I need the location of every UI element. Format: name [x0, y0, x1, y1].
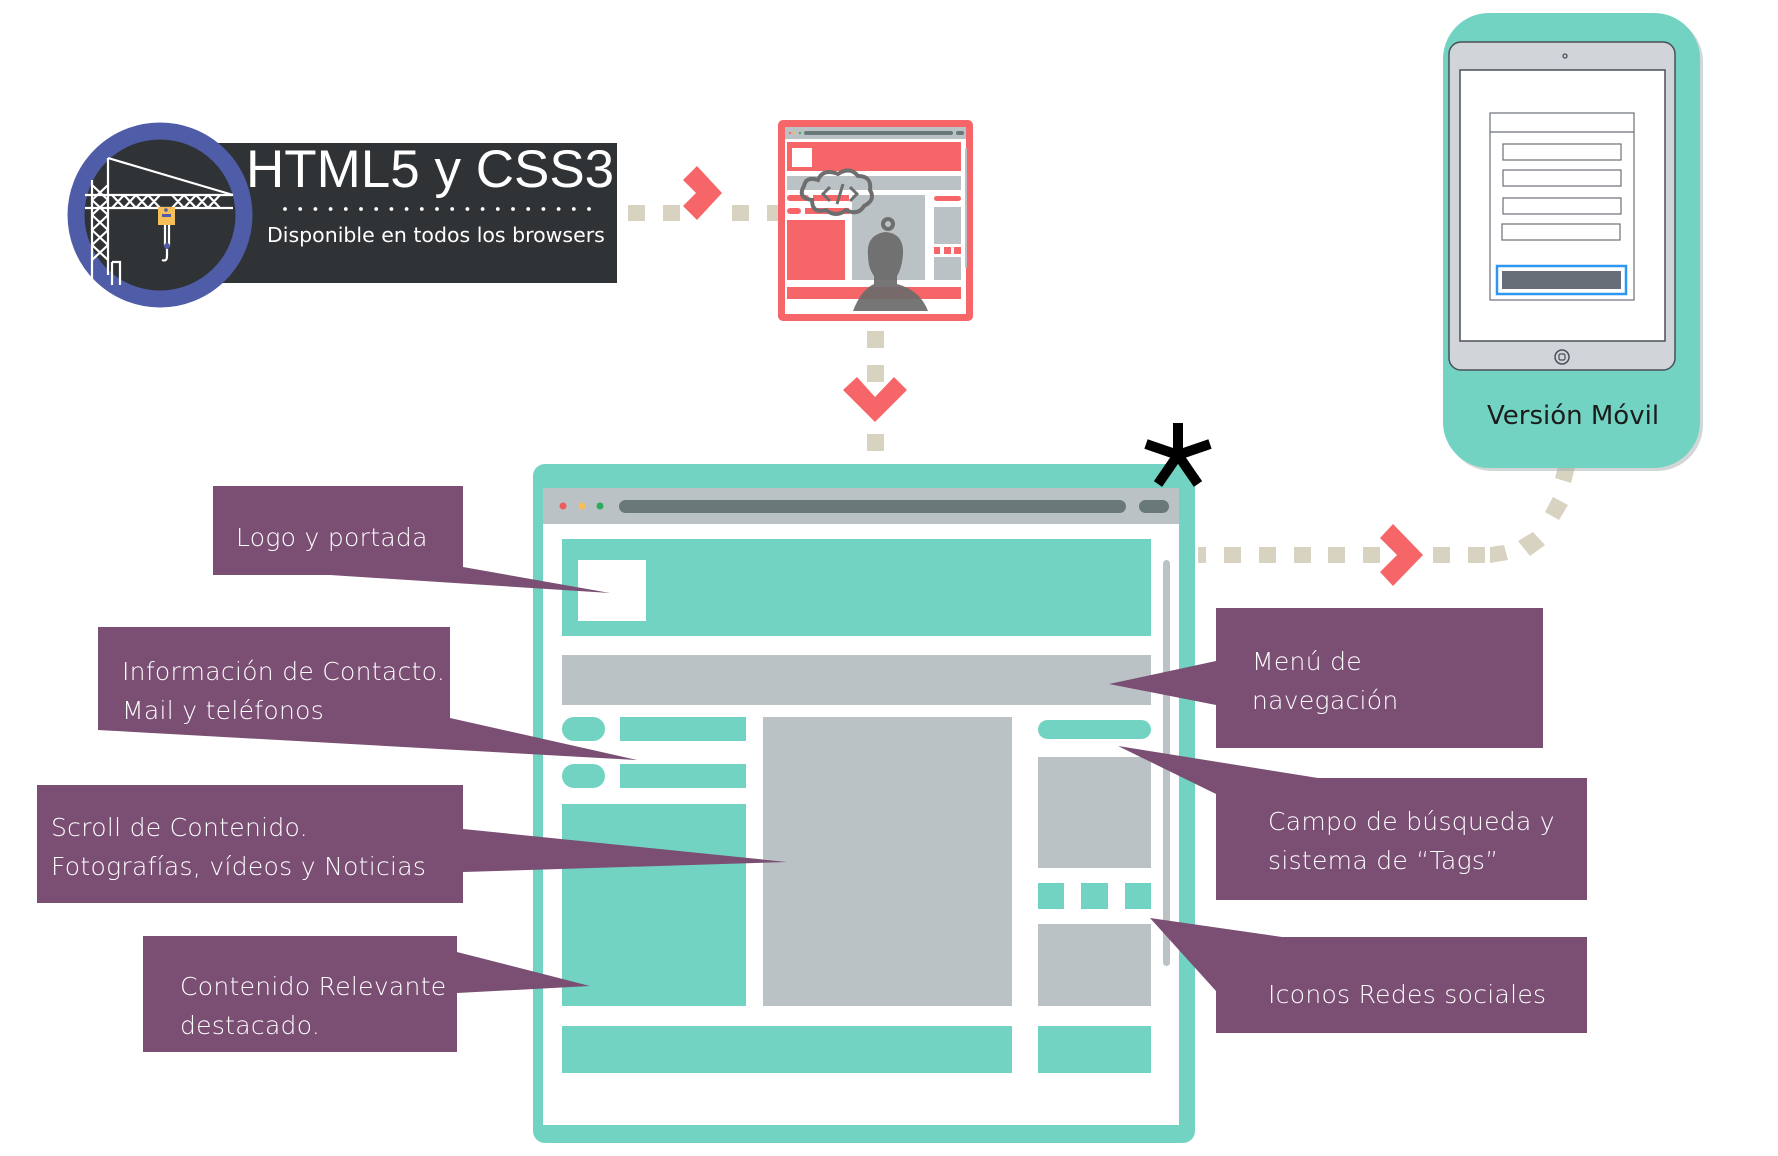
- divider-dot: [587, 207, 591, 211]
- callout-line: sistema de “Tags”: [1268, 846, 1499, 875]
- callout-menu-shape: [1109, 608, 1543, 748]
- form-field: [1501, 223, 1621, 241]
- website-wireframe: [533, 464, 1195, 1143]
- callout-social: Iconos Redes sociales: [1268, 975, 1546, 1014]
- divider-dot: [556, 207, 561, 211]
- tablet-home-button: [1554, 349, 1570, 365]
- social-icon: [1125, 883, 1151, 909]
- tablet-camera: [1562, 53, 1568, 59]
- callout-line: Menú de: [1252, 647, 1362, 676]
- form-field: [1502, 197, 1622, 215]
- connector-mockup-to-browser: [867, 331, 884, 451]
- callout-relevant: Contenido Relevante destacado.: [180, 967, 446, 1045]
- window-maximize-dot: [596, 502, 604, 510]
- chevron-right-icon: [683, 166, 722, 220]
- badge-title: HTML5 y CSS3: [246, 140, 615, 199]
- callout-contact-shape: [98, 627, 637, 760]
- contact-bar: [620, 717, 746, 741]
- callout-line: Fotografías, vídeos y Noticias: [51, 852, 427, 881]
- callout-line: Campo de búsqueda y: [1268, 807, 1555, 836]
- footer-main: [562, 1026, 1012, 1073]
- divider-dot: [404, 207, 409, 211]
- featured-content: [562, 804, 746, 1006]
- mobile-version-card: [1443, 13, 1703, 471]
- chevron-right-icon: [1380, 524, 1423, 586]
- tablet-icon: [1448, 41, 1676, 371]
- connector-browser-to-mobile: [1198, 463, 1575, 563]
- badge-banner: [218, 143, 617, 283]
- callout-line: Contenido Relevante: [180, 972, 447, 1001]
- social-icon: [1038, 883, 1064, 909]
- callout-logo: Logo y portada: [236, 518, 428, 557]
- divider-dot: [571, 207, 576, 211]
- callout-scroll-shape: [37, 785, 787, 903]
- person-icon: [853, 232, 928, 311]
- address-bar: [619, 500, 1126, 513]
- contact-pill: [562, 717, 605, 741]
- divider-dot: [511, 207, 515, 211]
- divider-dot: [480, 207, 485, 211]
- contact-pill: [562, 764, 605, 788]
- developer-browser-icon: [778, 120, 973, 321]
- callout-contact: Información de Contacto. Mail y teléfono…: [122, 652, 445, 730]
- mobile-version-label: Versión Móvil: [1487, 401, 1660, 431]
- callout-line: Scroll de Contenido.: [51, 813, 308, 842]
- callout-line: Iconos Redes sociales: [1268, 980, 1547, 1009]
- footer-side: [1038, 1026, 1151, 1073]
- dotted-divider: [283, 207, 591, 211]
- divider-dot: [374, 207, 379, 211]
- badge-subtitle: Disponible en todos los browsers: [267, 223, 605, 247]
- callout-search: Campo de búsqueda y sistema de “Tags”: [1268, 802, 1555, 880]
- divider-dot: [419, 207, 424, 211]
- divider-dot: [343, 207, 348, 211]
- divider-dot: [298, 207, 303, 211]
- callout-line: navegación: [1252, 686, 1399, 715]
- callout-line: destacado.: [180, 1011, 321, 1040]
- callout-shapes: [37, 486, 1587, 1052]
- divider-dot: [389, 207, 394, 211]
- callout-social-shape: [1150, 918, 1587, 1033]
- search-field: [1038, 720, 1151, 739]
- divider-dot: [435, 207, 439, 211]
- callout-line: Información de Contacto.: [122, 657, 446, 686]
- divider-dot: [313, 207, 318, 211]
- chevron-down-icon: [843, 377, 907, 422]
- badge: [67, 122, 617, 308]
- sidebar-block: [1038, 924, 1151, 1006]
- contact-bar: [620, 764, 746, 788]
- tags-block: [1038, 757, 1151, 868]
- window-minimize-dot: [578, 502, 586, 510]
- toolbar-button: [1139, 500, 1169, 513]
- callout-scroll: Scroll de Contenido. Fotografías, vídeos…: [51, 808, 426, 886]
- navigation-bar: [562, 655, 1151, 705]
- connector-badge-to-mockup: [628, 205, 779, 221]
- divider-dot: [283, 207, 287, 211]
- code-thought-icon: [799, 168, 874, 216]
- divider-dot: [526, 207, 531, 211]
- divider-dot: [541, 207, 546, 211]
- divider-dot: [328, 207, 333, 211]
- form-field: [1502, 143, 1622, 161]
- callout-line: Logo y portada: [236, 523, 428, 552]
- callout-relevant-shape: [143, 936, 590, 1052]
- divider-dot: [450, 207, 455, 211]
- form-field: [1502, 169, 1622, 187]
- asterisk-icon: [1144, 423, 1212, 487]
- divider-dot: [495, 207, 500, 211]
- divider-dot: [359, 207, 363, 211]
- content-scroll-area: [763, 717, 1012, 1006]
- social-icon: [1081, 883, 1108, 909]
- callout-logo-shape: [213, 486, 610, 593]
- callout-search-shape: [1118, 746, 1587, 900]
- divider-dot: [465, 207, 470, 211]
- callout-line: Mail y teléfonos: [122, 696, 325, 725]
- callout-menu: Menú de navegación: [1252, 642, 1399, 720]
- window-close-dot: [559, 502, 567, 510]
- hero-header: [562, 539, 1151, 636]
